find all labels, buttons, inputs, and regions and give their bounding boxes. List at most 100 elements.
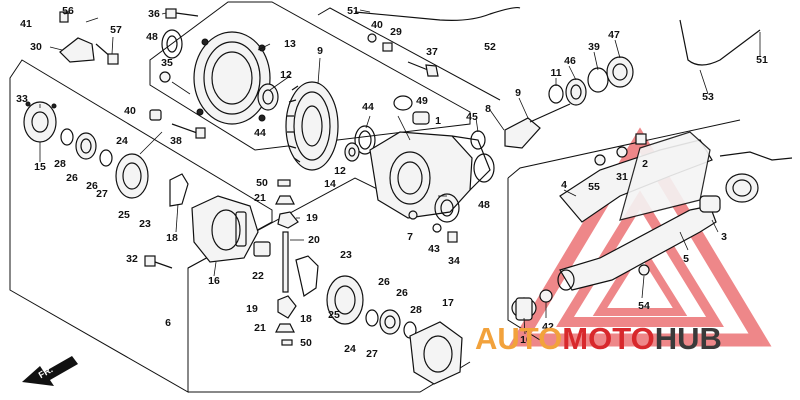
pinion-gear bbox=[470, 103, 571, 150]
svg-text:AUTOMOTOHUB: AUTOMOTOHUB bbox=[475, 321, 722, 356]
callout-46: 46 bbox=[564, 55, 576, 67]
callout-26: 26 bbox=[66, 172, 78, 184]
clip-29 bbox=[367, 33, 393, 52]
callout-37: 37 bbox=[426, 46, 438, 58]
callout-26: 26 bbox=[396, 287, 408, 299]
callout-21: 21 bbox=[254, 322, 266, 334]
callout-54: 54 bbox=[638, 300, 650, 312]
callout-26: 26 bbox=[86, 180, 98, 192]
bolt-37 bbox=[407, 61, 439, 77]
callout-32: 32 bbox=[126, 253, 138, 265]
callout-9: 9 bbox=[515, 87, 521, 99]
callout-26: 26 bbox=[378, 276, 390, 288]
gear-case-cover bbox=[193, 31, 271, 125]
housing-fasteners bbox=[594, 133, 650, 276]
differential-left-parts bbox=[23, 101, 189, 207]
callout-38: 38 bbox=[170, 135, 182, 147]
callout-56: 56 bbox=[62, 5, 74, 17]
callout-53: 53 bbox=[702, 91, 714, 103]
callout-9: 9 bbox=[317, 45, 323, 57]
callout-49: 49 bbox=[416, 95, 428, 107]
callout-35: 35 bbox=[161, 57, 173, 69]
shim-44 bbox=[354, 125, 376, 155]
wordmark-moto: MOTO bbox=[562, 321, 654, 356]
callout-4: 4 bbox=[561, 179, 567, 191]
callout-1: 1 bbox=[435, 115, 441, 127]
callout-3: 3 bbox=[721, 231, 727, 243]
callout-16: 16 bbox=[208, 275, 220, 287]
o-ring-49 bbox=[393, 95, 430, 125]
callout-51: 51 bbox=[347, 5, 359, 17]
ring-gear bbox=[285, 81, 339, 171]
callout-27: 27 bbox=[366, 348, 378, 360]
callout-6: 6 bbox=[165, 317, 171, 329]
breather-tube bbox=[354, 7, 761, 66]
callout-52: 52 bbox=[484, 41, 496, 53]
callout-42: 42 bbox=[542, 321, 554, 333]
callout-19: 19 bbox=[306, 212, 318, 224]
wordmark-hub: HUB bbox=[655, 321, 722, 356]
pinion-shaft-set bbox=[253, 179, 299, 293]
callout-11: 11 bbox=[550, 67, 561, 79]
front-direction-arrow-icon: FR. bbox=[22, 356, 78, 386]
callout-27: 27 bbox=[96, 188, 108, 200]
callout-12: 12 bbox=[280, 69, 292, 81]
callout-43: 43 bbox=[428, 243, 440, 255]
small-fasteners bbox=[144, 210, 458, 269]
callout-39: 39 bbox=[588, 41, 600, 53]
callout-13: 13 bbox=[284, 38, 296, 50]
callout-31: 31 bbox=[616, 171, 628, 183]
callout-22: 22 bbox=[252, 270, 264, 282]
callout-50: 50 bbox=[256, 177, 268, 189]
callout-18: 18 bbox=[166, 232, 178, 244]
oil-seal-upper bbox=[161, 29, 183, 59]
callout-55: 55 bbox=[588, 181, 600, 193]
differential-case bbox=[191, 195, 259, 263]
callout-48: 48 bbox=[146, 31, 158, 43]
propeller-shaft-housing bbox=[557, 131, 793, 291]
bearing-12 bbox=[257, 83, 279, 111]
callout-17: 17 bbox=[442, 297, 454, 309]
callout-57: 57 bbox=[110, 24, 122, 36]
callout-21: 21 bbox=[254, 192, 266, 204]
callout-24: 24 bbox=[116, 135, 128, 147]
callout-2: 2 bbox=[642, 158, 648, 170]
callout-15: 15 bbox=[34, 161, 46, 173]
callout-36: 36 bbox=[148, 8, 160, 20]
callout-28: 28 bbox=[410, 304, 422, 316]
callout-29: 29 bbox=[390, 26, 402, 38]
callout-33: 33 bbox=[16, 93, 28, 105]
callout-25: 25 bbox=[328, 309, 340, 321]
callout-47: 47 bbox=[608, 29, 620, 41]
callout-25: 25 bbox=[118, 209, 130, 221]
callout-28: 28 bbox=[54, 158, 66, 170]
callout-40: 40 bbox=[371, 19, 383, 31]
callout-50: 50 bbox=[300, 337, 312, 349]
pinion-bearings bbox=[548, 56, 634, 106]
callout-23: 23 bbox=[139, 218, 151, 230]
callout-18: 18 bbox=[300, 313, 312, 325]
callout-14: 14 bbox=[324, 178, 336, 190]
callout-30: 30 bbox=[30, 41, 42, 53]
callout-7: 7 bbox=[407, 231, 413, 243]
callout-45: 45 bbox=[466, 111, 478, 123]
oil-seal-lower bbox=[434, 193, 460, 223]
callout-44: 44 bbox=[254, 127, 266, 139]
callout-24: 24 bbox=[344, 343, 356, 355]
callout-12: 12 bbox=[334, 165, 346, 177]
leader-lines bbox=[39, 9, 761, 335]
callout-10: 10 bbox=[520, 334, 532, 346]
callout-34: 34 bbox=[448, 255, 460, 267]
callout-19: 19 bbox=[246, 303, 258, 315]
bolt-36 bbox=[165, 8, 199, 19]
callout-20: 20 bbox=[308, 234, 320, 246]
callout-41: 41 bbox=[20, 18, 32, 30]
callout-44: 44 bbox=[362, 101, 374, 113]
bearing-12-lower bbox=[344, 142, 360, 162]
callout-5: 5 bbox=[683, 253, 689, 265]
automotohub-wordmark: AUTOMOTOHUB bbox=[475, 321, 722, 356]
callout-48: 48 bbox=[478, 199, 490, 211]
bracket-30 bbox=[59, 11, 119, 65]
bolts-left bbox=[149, 71, 206, 139]
